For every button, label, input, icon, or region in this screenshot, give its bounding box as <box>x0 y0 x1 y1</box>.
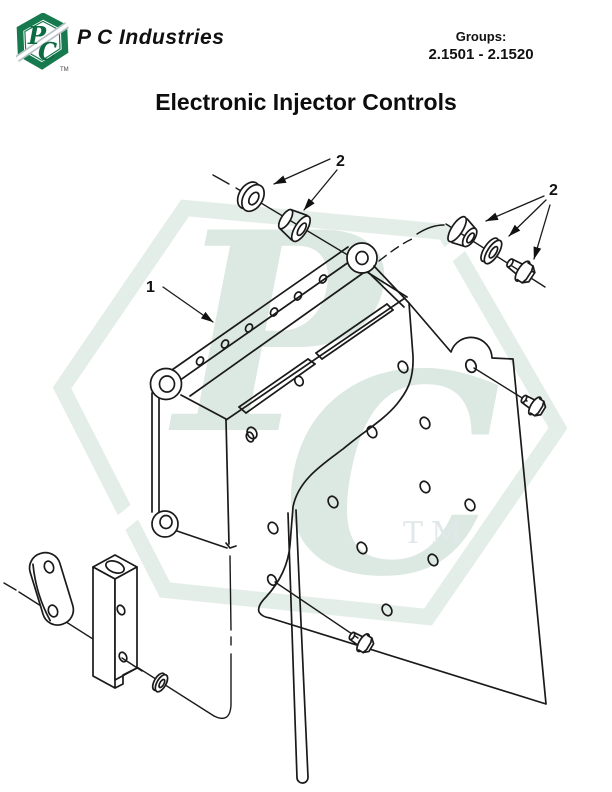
page-header: P C TM P C Industries Groups: 2.1501 - 2… <box>0 0 612 90</box>
leader-2e <box>533 204 551 260</box>
plate-ear-hole <box>464 358 478 374</box>
logo-letter-c: C <box>38 37 57 66</box>
leader-2a <box>273 158 331 185</box>
washer-upper-right <box>480 237 503 265</box>
callout-2-left-label: 2 <box>336 153 345 170</box>
bolt-bottom <box>348 631 375 654</box>
groups-range: 2.1501 - 2.1520 <box>428 46 534 63</box>
harness-strip <box>287 509 309 784</box>
ear-top-right <box>346 242 378 274</box>
groups-label: Groups: <box>455 29 507 44</box>
mounting-plate <box>246 302 547 784</box>
washer-small <box>151 672 169 693</box>
gasket <box>28 551 75 626</box>
washer-upper-left <box>236 181 265 213</box>
logo-stripe-core <box>16 23 68 61</box>
centerline-bolt-bottom <box>274 581 359 639</box>
page-title: Electronic Injector Controls <box>155 89 457 115</box>
bolt-upper-right <box>506 258 536 284</box>
centerline-bolt-right <box>473 367 528 402</box>
grommet-upper-left <box>277 208 312 243</box>
leader-2d <box>508 199 547 237</box>
rail-holes <box>195 274 328 366</box>
ecm-module <box>149 242 410 549</box>
brand-name: P C Industries <box>77 26 225 49</box>
lug-top-left <box>149 367 183 401</box>
leader-2b <box>303 169 338 211</box>
plate-bolt-hole <box>266 573 278 587</box>
grommet-upper-right <box>447 215 478 248</box>
bolt-right <box>520 394 547 417</box>
callout-2-right-label: 2 <box>549 182 558 199</box>
groups-block: Groups: 2.1501 - 2.1520 <box>396 28 566 64</box>
spacer-block <box>92 554 143 689</box>
callout-leaders <box>162 158 551 323</box>
callout-1-label: 1 <box>146 279 155 296</box>
leader-1 <box>162 286 214 323</box>
company-logo: P C TM <box>16 13 69 73</box>
watermark-hexagon <box>52 199 568 626</box>
watermark-letter-c: C <box>282 314 501 637</box>
logo-letter-p: P <box>27 21 47 50</box>
watermark-trademark: TM <box>403 516 470 551</box>
logo-trademark: TM <box>60 67 69 73</box>
lug-bottom-left <box>151 510 179 538</box>
plate-holes <box>246 360 476 617</box>
leader-2c <box>485 195 545 222</box>
